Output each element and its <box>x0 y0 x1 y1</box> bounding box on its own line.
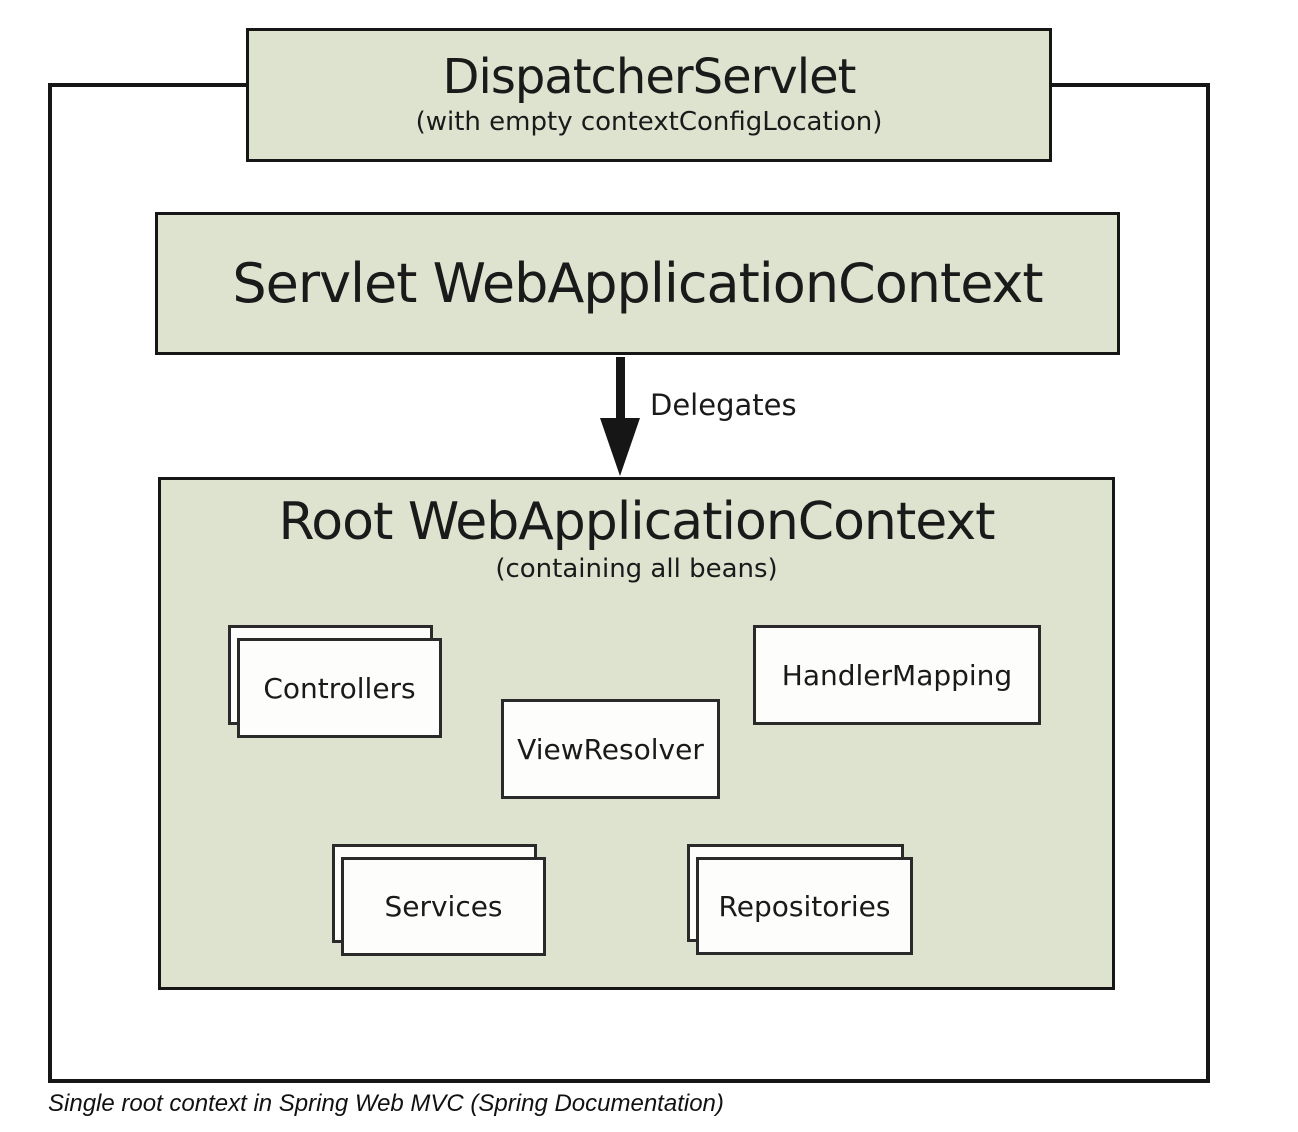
controllers-box-label: Controllers <box>237 638 442 738</box>
dispatcher-servlet-subtitle: (with empty contextConfigLocation) <box>415 106 883 137</box>
root-webapplicationcontext-title: Root WebApplicationContext <box>278 492 996 552</box>
controllers-box: Controllers <box>228 625 442 738</box>
root-webapplicationcontext-box: Root WebApplicationContext (containing a… <box>158 477 1115 990</box>
handlermapping-box: HandlerMapping <box>753 625 1041 725</box>
services-box: Services <box>332 844 546 956</box>
dispatcher-servlet-title: DispatcherServlet <box>442 48 857 105</box>
services-box-label: Services <box>341 857 546 956</box>
viewresolver-box: ViewResolver <box>501 699 720 799</box>
dispatcher-servlet-box: DispatcherServlet (with empty contextCon… <box>246 28 1052 162</box>
delegates-arrow-shaft <box>616 357 625 421</box>
handlermapping-box-label: HandlerMapping <box>753 625 1041 725</box>
viewresolver-box-label: ViewResolver <box>501 699 720 799</box>
diagram-caption: Single root context in Spring Web MVC (S… <box>48 1090 724 1117</box>
repositories-box: Repositories <box>687 844 913 955</box>
root-webapplicationcontext-subtitle: (containing all beans) <box>495 554 778 585</box>
servlet-webapplicationcontext-box: Servlet WebApplicationContext <box>155 212 1120 355</box>
delegates-arrow-head-icon <box>600 418 640 476</box>
repositories-box-label: Repositories <box>696 857 913 955</box>
delegates-arrow-label: Delegates <box>650 388 797 422</box>
servlet-webapplicationcontext-title: Servlet WebApplicationContext <box>232 251 1043 315</box>
